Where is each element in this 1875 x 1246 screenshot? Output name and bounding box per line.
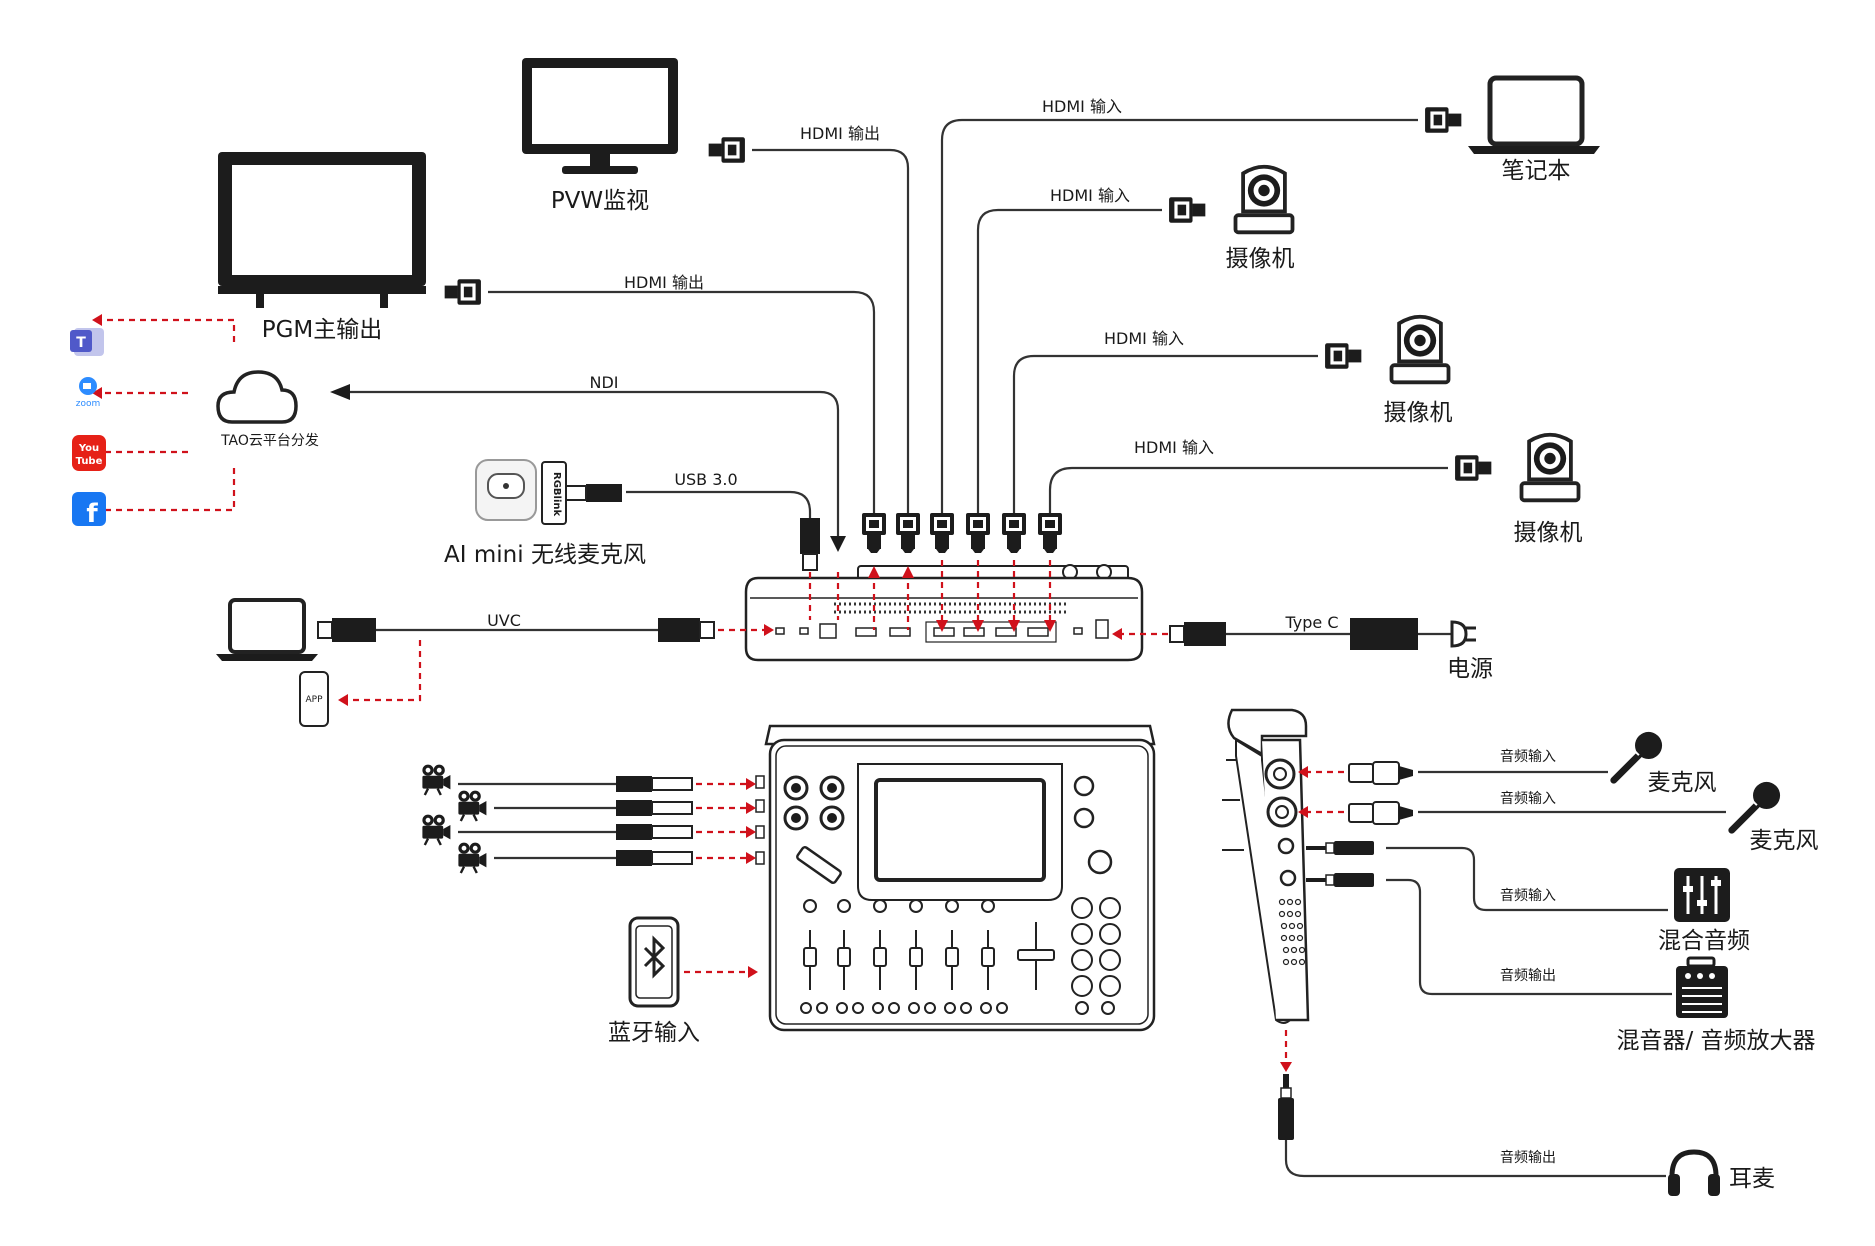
hdmi-connector-camera-3 bbox=[1455, 455, 1492, 481]
pvw-monitor-label: PVW监视 bbox=[551, 188, 649, 214]
headphones-label: 耳麦 bbox=[1729, 1166, 1775, 1192]
rca-inputs bbox=[421, 763, 693, 874]
app-label: APP bbox=[305, 695, 323, 705]
camera-label-2: 摄像机 bbox=[1384, 400, 1453, 426]
camera-icon-2 bbox=[1389, 314, 1451, 385]
xlr-connector-1 bbox=[1347, 760, 1415, 786]
camera-icon-1 bbox=[1233, 164, 1295, 235]
app-phone-icon: APP bbox=[299, 671, 329, 727]
switcher-side-panel bbox=[1222, 708, 1310, 1024]
microphone-label-2: 麦克风 bbox=[1750, 828, 1819, 854]
hdmi-in-label-camera-2: HDMI 输入 bbox=[1104, 329, 1184, 348]
uvc-laptop-icon bbox=[216, 598, 318, 661]
audio-jack-2 bbox=[1306, 872, 1375, 888]
bluetooth-phone-icon bbox=[628, 916, 680, 1008]
brand-label: RGBlink bbox=[551, 472, 562, 517]
mixer-label: 混合音频 bbox=[1658, 928, 1750, 954]
mini-camera-icon-3 bbox=[421, 813, 452, 846]
hdmi-out-label-pgm: HDMI 输出 bbox=[624, 273, 704, 292]
audio-in-label-mixer: 音频输入 bbox=[1500, 887, 1556, 904]
mini-camera-icon-2 bbox=[457, 789, 488, 822]
amplifier-icon bbox=[1676, 956, 1728, 1018]
audio-out-label-amp: 音频输出 bbox=[1500, 967, 1556, 984]
audio-in-label-mic-2: 音频输入 bbox=[1500, 790, 1556, 807]
mini-camera-icon-4 bbox=[457, 841, 488, 874]
facebook-icon: f bbox=[72, 492, 106, 529]
microphone-label-1: 麦克风 bbox=[1648, 770, 1717, 796]
type-c-connector bbox=[1169, 622, 1226, 646]
power-adapter-icon bbox=[1350, 618, 1418, 650]
usb-label: USB 3.0 bbox=[674, 470, 737, 489]
hdmi-out-label-pvw: HDMI 输出 bbox=[800, 124, 880, 143]
hdmi-connector-camera-2 bbox=[1325, 343, 1362, 369]
youtube-icon: You Tube bbox=[72, 435, 106, 471]
uvc-label: UVC bbox=[487, 611, 521, 630]
teams-icon: T bbox=[70, 328, 104, 356]
zoom-icon: zoom bbox=[76, 377, 101, 409]
hdmi-in-label-camera-3: HDMI 输入 bbox=[1134, 438, 1214, 457]
svg-text:zoom: zoom bbox=[76, 399, 101, 409]
power-label: 电源 bbox=[1447, 656, 1493, 682]
ai-mic-label: AI mini 无线麦克风 bbox=[444, 542, 646, 568]
laptop-icon bbox=[1468, 75, 1600, 154]
usb-connector bbox=[586, 484, 820, 571]
svg-text:T: T bbox=[76, 335, 86, 351]
cloud-icon bbox=[216, 370, 298, 424]
hdmi-connector-laptop bbox=[1425, 107, 1462, 133]
audio-jack-1 bbox=[1306, 840, 1375, 856]
mixer-icon bbox=[1674, 868, 1730, 922]
power-plug-icon bbox=[1450, 620, 1476, 648]
camera-label-3: 摄像机 bbox=[1514, 520, 1583, 546]
camera-icon-3 bbox=[1519, 432, 1581, 503]
svg-text:f: f bbox=[86, 499, 98, 529]
mini-camera-icon-1 bbox=[421, 763, 452, 796]
switcher-rear-panel bbox=[744, 564, 1144, 662]
hdmi-connector-pgm bbox=[444, 279, 481, 305]
switcher-front-panel bbox=[755, 724, 1156, 1032]
type-c-label: Type C bbox=[1284, 613, 1338, 632]
ai-mini-mic-icon: RGBlink bbox=[475, 459, 587, 525]
hdmi-in-label-laptop: HDMI 输入 bbox=[1042, 97, 1122, 116]
hdmi-connector-pvw bbox=[708, 137, 745, 163]
uvc-connector bbox=[317, 618, 715, 642]
camera-label-1: 摄像机 bbox=[1226, 246, 1295, 272]
bluetooth-label: 蓝牙输入 bbox=[608, 1020, 700, 1046]
headphones-icon bbox=[1668, 1149, 1720, 1196]
pvw-monitor-icon bbox=[522, 58, 678, 174]
headphone-jack bbox=[1278, 1074, 1294, 1140]
laptop-label: 笔记本 bbox=[1502, 158, 1571, 184]
hdmi-in-label-camera-1: HDMI 输入 bbox=[1050, 186, 1130, 205]
pgm-monitor-icon bbox=[218, 152, 426, 308]
pgm-output-label: PGM主输出 bbox=[262, 317, 383, 343]
hdmi-plug-row bbox=[862, 513, 1062, 553]
hdmi-connector-camera-1 bbox=[1169, 197, 1206, 223]
xlr-connector-2 bbox=[1347, 800, 1415, 826]
svg-text:Tube: Tube bbox=[76, 456, 103, 467]
audio-in-label-mic-1: 音频输入 bbox=[1500, 748, 1556, 765]
microphone-icon-2 bbox=[1732, 782, 1780, 830]
amplifier-label: 混音器/ 音频放大器 bbox=[1616, 1028, 1815, 1054]
svg-text:You: You bbox=[78, 443, 99, 454]
ndi-label: NDI bbox=[589, 373, 618, 392]
audio-out-label-headphones: 音频输出 bbox=[1500, 1149, 1556, 1166]
cloud-label: TAO云平台分发 bbox=[220, 433, 319, 449]
